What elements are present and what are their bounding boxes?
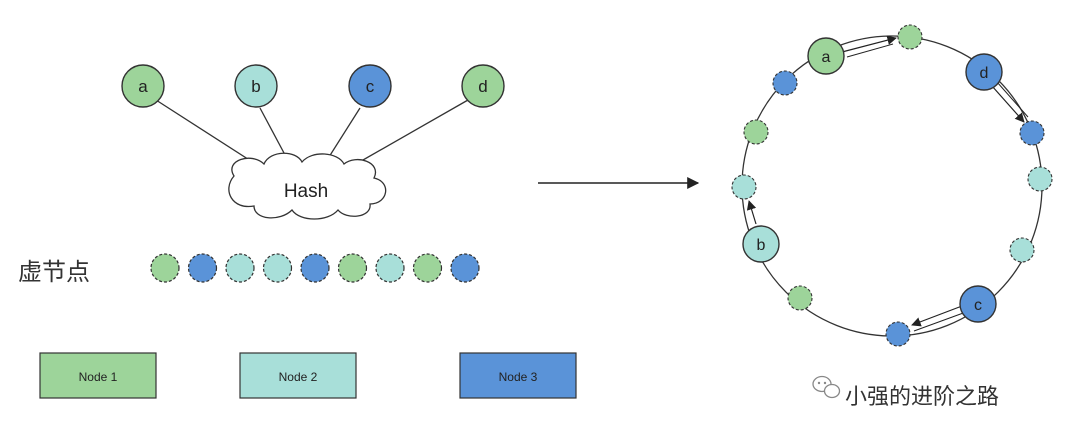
virtual-node	[375, 253, 405, 283]
ring-key-d-circle	[965, 53, 1003, 91]
ring-virtual-node	[731, 174, 757, 200]
ring-key-c: c	[959, 285, 997, 323]
key-a: a	[121, 64, 165, 108]
ring-virtual-node	[885, 321, 911, 347]
ring-key-c-label: c	[974, 297, 982, 314]
ring-key-b-label: b	[757, 237, 766, 254]
key-a-label: a	[138, 77, 148, 96]
key-c-label: c	[366, 77, 375, 96]
key-b: b	[234, 64, 278, 108]
arrow-d-to-vnode	[991, 85, 1025, 123]
key-d: d	[461, 64, 505, 108]
virtual-node	[262, 253, 293, 283]
node-3-box	[459, 352, 577, 399]
virtual-node	[300, 253, 330, 283]
physical-node-2: Node 2	[239, 352, 357, 399]
arrow-c-to-vnode	[911, 305, 963, 327]
node-2-box	[239, 352, 357, 399]
node-3-label: Node 3	[499, 370, 538, 384]
key-b-circle	[234, 64, 278, 108]
ring-virtual-node	[787, 285, 813, 311]
virtual-node-row	[150, 253, 480, 283]
arrow-c-double	[913, 311, 967, 332]
ring-key-d-label: d	[980, 65, 989, 82]
ring-virtual-node	[1009, 237, 1035, 263]
ring-arrows	[746, 35, 1029, 332]
ring-key-a-label: a	[822, 49, 831, 66]
ring-virtual-node	[1027, 166, 1053, 192]
key-c-circle	[348, 64, 392, 108]
virtual-node	[187, 253, 218, 283]
ring-virtual-node	[897, 24, 923, 50]
ring-key-b: b	[742, 225, 780, 263]
virtual-node	[150, 253, 180, 283]
node-1-label: Node 1	[79, 370, 118, 384]
key-b-label: b	[251, 77, 260, 96]
cloud-shape	[228, 152, 387, 220]
arrow-a-double	[846, 43, 894, 58]
ring-virtual-node	[772, 70, 798, 96]
virtual-node	[450, 253, 480, 283]
node-1-box	[39, 352, 157, 399]
ring-virtual-node	[743, 119, 769, 145]
virtual-nodes-label: 虚节点	[18, 258, 90, 286]
arrow-a-to-vnode	[841, 35, 897, 53]
key-c: c	[348, 64, 392, 108]
physical-node-1: Node 1	[39, 352, 157, 399]
ring-key-c-circle	[959, 285, 997, 323]
key-a-circle	[121, 64, 165, 108]
physical-node-3: Node 3	[459, 352, 577, 399]
ring-key-a: a	[807, 37, 845, 75]
hash-cloud: Hash	[228, 152, 387, 220]
wechat-icon	[812, 375, 841, 399]
arrow-d-double	[996, 81, 1029, 118]
key-d-label: d	[478, 77, 487, 96]
ring-key-a-circle	[807, 37, 845, 75]
arrow-b-to-vnode	[746, 200, 757, 225]
hash-label: Hash	[284, 181, 328, 202]
ring-key-d: d	[965, 53, 1003, 91]
watermark-text: 小强的进阶之路	[845, 385, 999, 410]
ring-key-b-circle	[742, 225, 780, 263]
virtual-node	[225, 253, 255, 283]
virtual-node	[412, 253, 443, 283]
virtual-node	[337, 253, 368, 283]
watermark: 小强的进阶之路	[812, 375, 999, 410]
ring-virtual-node	[1019, 120, 1045, 146]
node-2-label: Node 2	[279, 370, 318, 384]
ring-virtual-nodes	[731, 24, 1053, 347]
key-d-circle	[461, 64, 505, 108]
